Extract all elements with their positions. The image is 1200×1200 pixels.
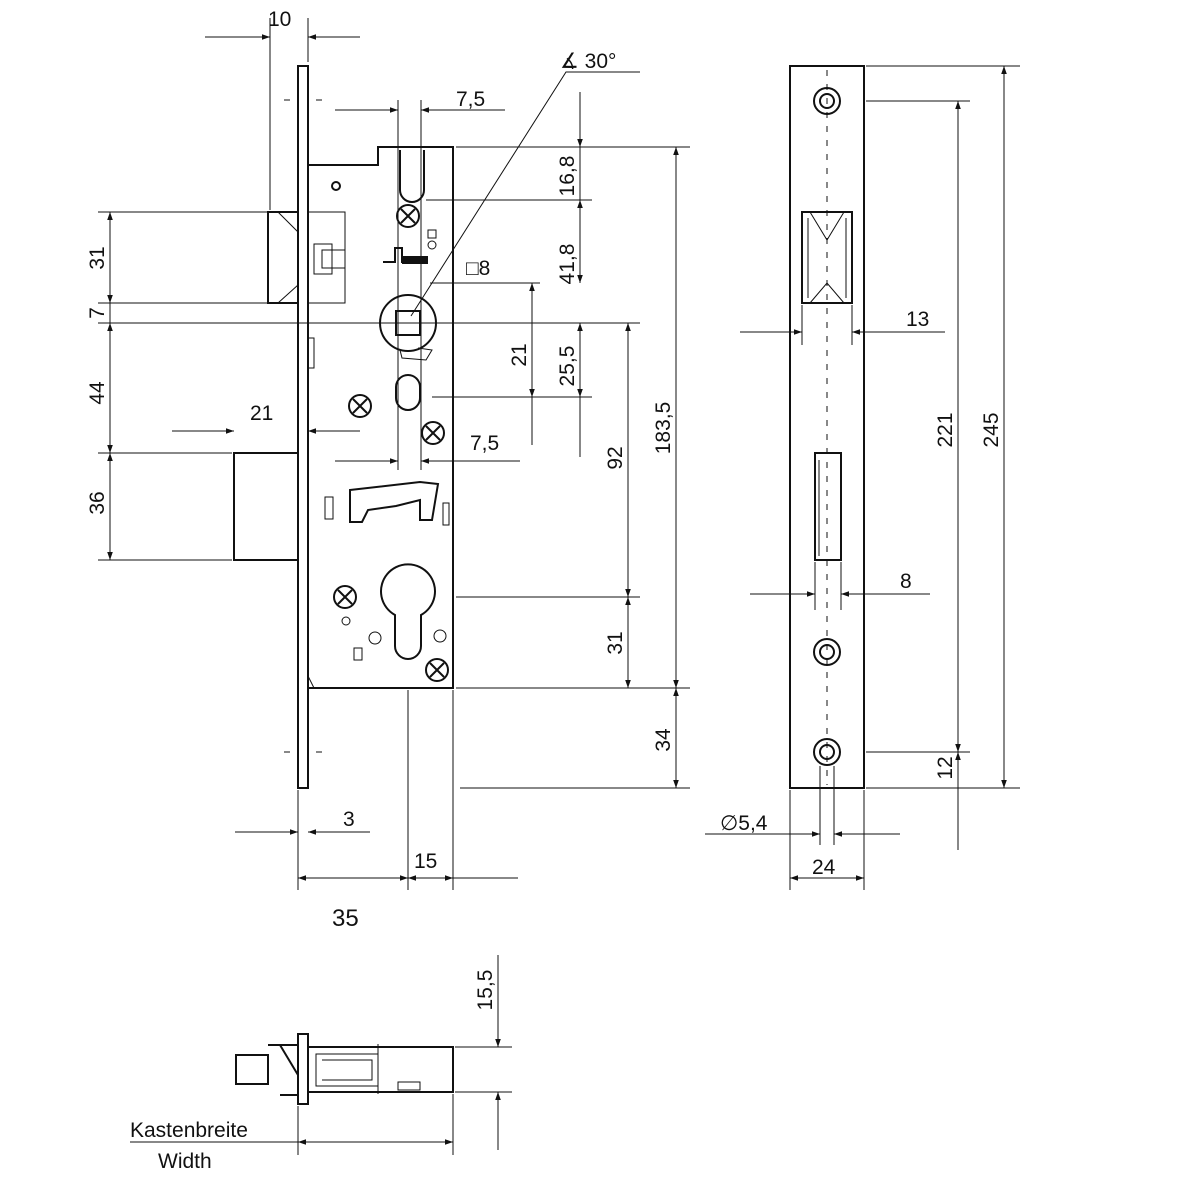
label-width: Width [158, 1150, 212, 1173]
cylinder-hole [380, 563, 436, 660]
dim-36: 36 [86, 491, 109, 514]
bolt-opening [814, 452, 842, 561]
top-view-texts: 15,5 Kastenbreite Width [130, 970, 497, 1173]
dim-square-8: □8 [466, 257, 490, 280]
label-kastenbreite: Kastenbreite [130, 1119, 248, 1142]
dim-30-deg: ∡ 30° [560, 50, 616, 73]
dim-10: 10 [268, 8, 291, 31]
spring [402, 256, 428, 264]
lock-top-view [235, 1033, 454, 1105]
top-view-dead-bolt [235, 1054, 269, 1085]
dim-92: 92 [604, 446, 627, 469]
dim-31-right: 31 [604, 631, 627, 654]
latch-opening [801, 211, 853, 304]
dim-25-5: 25,5 [556, 346, 579, 387]
dim-12: 12 [934, 756, 957, 779]
dim-35: 35 [332, 905, 359, 932]
latch-bolt [267, 211, 299, 304]
dim-21-vertical: 21 [508, 343, 531, 366]
front-extension-lines [98, 18, 690, 890]
dim-31-left: 31 [86, 246, 109, 269]
bolt-lever [349, 480, 440, 523]
dim-183-5: 183,5 [652, 402, 675, 455]
dim-41-8: 41,8 [556, 244, 579, 285]
dim-13: 13 [906, 308, 929, 331]
faceplate-dimension-texts: 13 221 245 8 12 ∅5,4 24 [720, 308, 1003, 879]
screw-5 [425, 658, 449, 682]
dim-7-5-middle: 7,5 [470, 432, 499, 455]
dim-8-faceplate: 8 [900, 570, 912, 593]
dim-34: 34 [652, 728, 675, 752]
top-slot [399, 150, 425, 203]
mounting-hole-top [813, 87, 841, 115]
front-dimension-texts: 10 7,5 ∡ 30° 16,8 41,8 □8 31 7 21 25,5 4… [86, 8, 675, 932]
dim-7-5-top: 7,5 [456, 88, 485, 111]
dim-245: 245 [980, 412, 1003, 447]
top-view-forend [297, 1033, 309, 1105]
lock-front-view [233, 65, 454, 789]
screw-4 [333, 585, 357, 609]
forend-plate [297, 65, 309, 789]
dim-24: 24 [812, 856, 836, 879]
dim-16-8: 16,8 [556, 156, 579, 197]
mounting-hole-middle [813, 638, 841, 666]
dim-15-5: 15,5 [474, 970, 497, 1011]
middle-slot [395, 374, 421, 411]
front-dimension-lines [107, 34, 679, 881]
dim-44: 44 [86, 381, 109, 405]
screw-1 [396, 204, 420, 228]
screw-3 [421, 421, 445, 445]
faceplate-view [789, 65, 865, 789]
top-view-case [307, 1046, 454, 1093]
dim-15: 15 [414, 850, 437, 873]
faceplate [789, 65, 865, 789]
dim-21-horizontal: 21 [250, 402, 273, 425]
dim-221: 221 [934, 412, 957, 447]
dead-bolt [233, 452, 299, 561]
dim-diameter-5-4: ∅5,4 [720, 812, 768, 835]
dim-7-left: 7 [86, 307, 109, 319]
dim-3: 3 [343, 808, 355, 831]
mounting-hole-bottom [813, 738, 841, 766]
lock-case [308, 146, 454, 689]
top-view-dimension-lines [130, 955, 512, 1155]
screw-2 [348, 394, 372, 418]
faceplate-dimension-lines [705, 65, 1020, 890]
